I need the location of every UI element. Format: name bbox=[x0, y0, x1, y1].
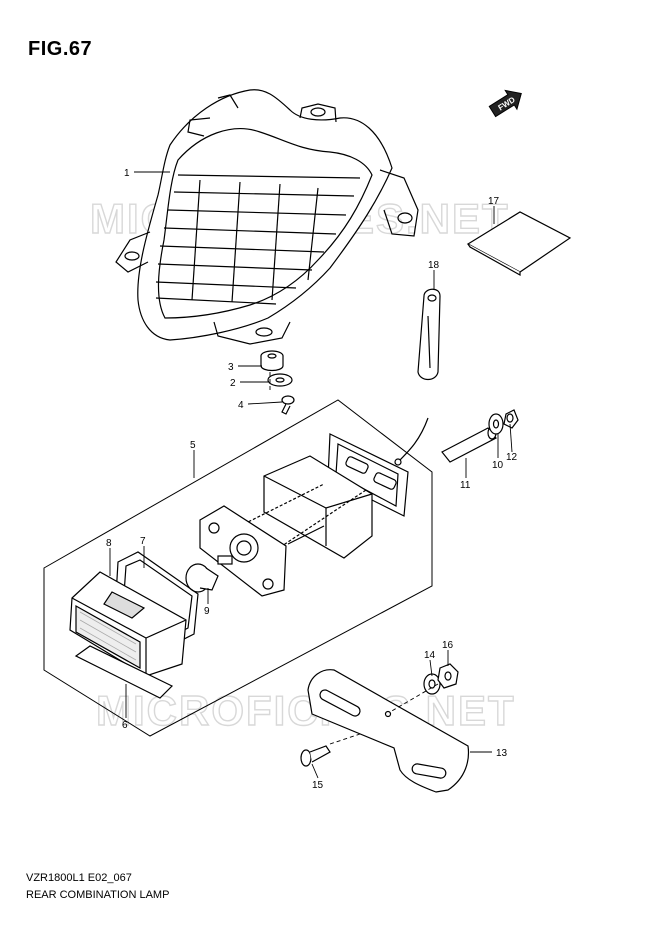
screw bbox=[281, 395, 295, 415]
nut bbox=[503, 409, 519, 429]
callout-2: 2 bbox=[230, 378, 236, 389]
fwd-arrow-icon: FWD bbox=[488, 89, 522, 118]
callout-10: 10 bbox=[492, 460, 504, 471]
callout-12: 12 bbox=[506, 452, 518, 463]
callout-15: 15 bbox=[312, 780, 324, 791]
callout-labels: 1 2 3 4 5 6 7 8 9 10 11 12 13 14 15 16 1… bbox=[106, 168, 518, 791]
lamp-lens bbox=[69, 571, 187, 677]
wire-clamp bbox=[417, 288, 441, 381]
callout-7: 7 bbox=[140, 536, 146, 547]
callout-5: 5 bbox=[190, 440, 196, 451]
collar bbox=[441, 426, 497, 463]
mounting-bolts bbox=[243, 483, 367, 551]
callout-9: 9 bbox=[204, 606, 210, 617]
callout-8: 8 bbox=[106, 538, 112, 549]
grommet bbox=[260, 350, 284, 372]
screw bbox=[300, 745, 331, 767]
callout-16: 16 bbox=[442, 640, 454, 651]
callout-13: 13 bbox=[496, 748, 508, 759]
callout-17: 17 bbox=[488, 196, 500, 207]
lamp-back-housing bbox=[327, 417, 429, 517]
bulb bbox=[185, 563, 219, 593]
watermark-bottom: MICROFICHES.NET bbox=[95, 686, 516, 734]
washer bbox=[488, 413, 504, 435]
figure-title: FIG.67 bbox=[28, 38, 93, 60]
washer bbox=[267, 373, 293, 387]
reflector-plate bbox=[74, 645, 174, 699]
alignment-lines bbox=[269, 372, 439, 745]
license-bracket bbox=[307, 669, 470, 793]
callout-6: 6 bbox=[122, 720, 128, 731]
callout-18: 18 bbox=[428, 260, 440, 271]
label-sheet bbox=[466, 211, 572, 277]
flange-nut bbox=[437, 663, 459, 689]
rear-fender-housing bbox=[115, 89, 419, 345]
callout-3: 3 bbox=[228, 362, 234, 373]
callout-1: 1 bbox=[124, 168, 130, 179]
rubber-gasket bbox=[263, 455, 373, 559]
callout-11: 11 bbox=[460, 480, 471, 491]
washer bbox=[423, 673, 441, 695]
lamp-assembly-outline bbox=[43, 399, 433, 737]
callout-4: 4 bbox=[238, 400, 244, 411]
socket-base bbox=[199, 505, 287, 597]
leader-lines bbox=[109, 171, 513, 779]
figure-name: REAR COMBINATION LAMP bbox=[26, 889, 170, 901]
figure-code: VZR1800L1 E02_067 bbox=[26, 872, 132, 884]
callout-14: 14 bbox=[424, 650, 436, 661]
svg-text:MICROFICHES.NET: MICROFICHES.NET bbox=[96, 687, 516, 734]
